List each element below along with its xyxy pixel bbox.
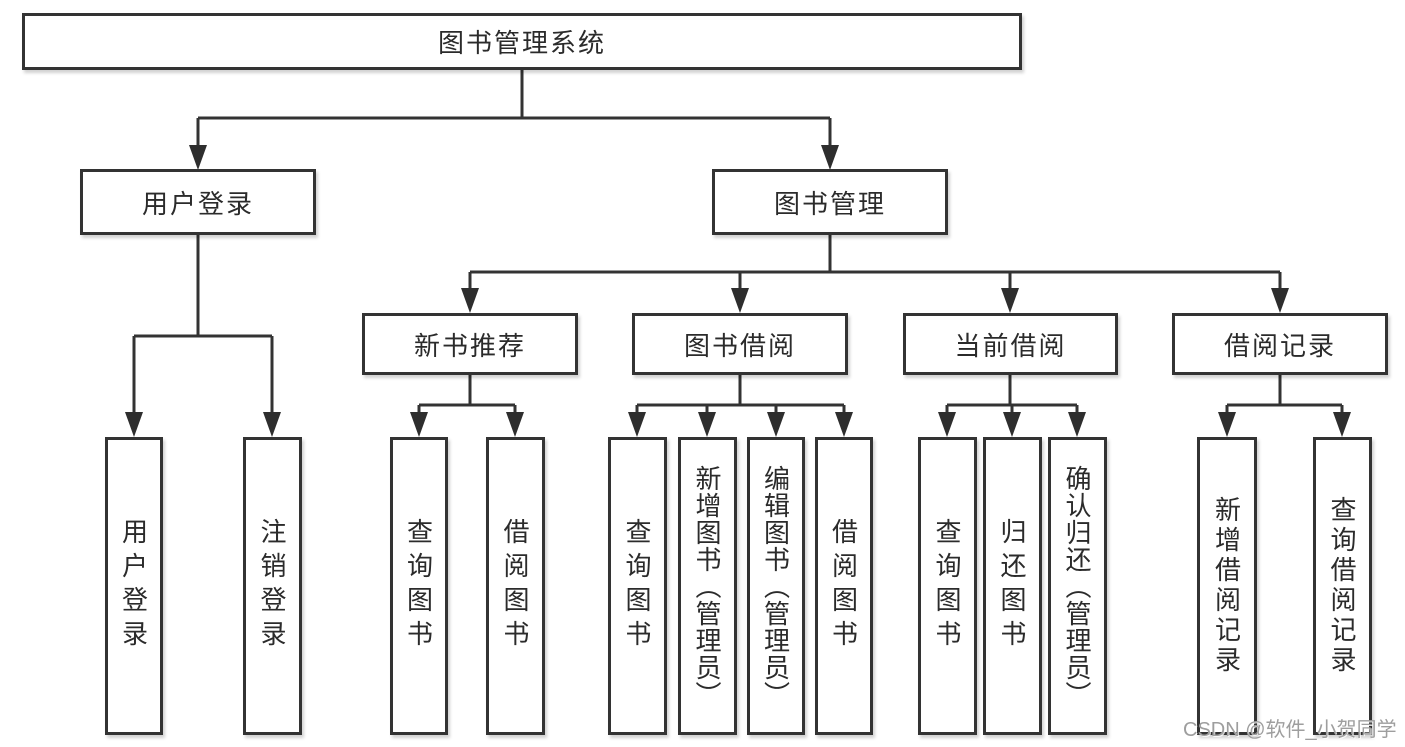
node-new-book-recommendation: 新书推荐 [362, 313, 578, 375]
leaf-query-borrow-record: 查询借阅记录 [1313, 437, 1372, 735]
leaf-query-book-borrow: 查询图书 [608, 437, 667, 735]
node-user-login: 用户登录 [80, 169, 316, 235]
leaf-return-book: 归还图书 [983, 437, 1042, 735]
node-book-management: 图书管理 [712, 169, 948, 235]
leaf-borrow-book: 借阅图书 [815, 437, 873, 735]
node-book-borrowing: 图书借阅 [632, 313, 848, 375]
leaf-add-borrow-record: 新增借阅记录 [1197, 437, 1257, 735]
leaf-add-book-admin: 新增图书（管理员） [678, 437, 737, 735]
leaf-user-login: 用户登录 [105, 437, 163, 735]
csdn-watermark: CSDN @软件_小贺同学 [1183, 719, 1397, 741]
node-current-borrowing: 当前借阅 [903, 313, 1118, 375]
node-library-management-system: 图书管理系统 [22, 13, 1022, 70]
leaf-query-book-current: 查询图书 [918, 437, 977, 735]
leaf-edit-book-admin: 编辑图书（管理员） [747, 437, 805, 735]
leaf-borrow-book-recommend: 借阅图书 [486, 437, 545, 735]
leaf-confirm-return-admin: 确认归还（管理员） [1048, 437, 1107, 735]
leaf-query-book-recommend: 查询图书 [390, 437, 448, 735]
leaf-logout: 注销登录 [243, 437, 302, 735]
node-borrowing-records: 借阅记录 [1172, 313, 1388, 375]
